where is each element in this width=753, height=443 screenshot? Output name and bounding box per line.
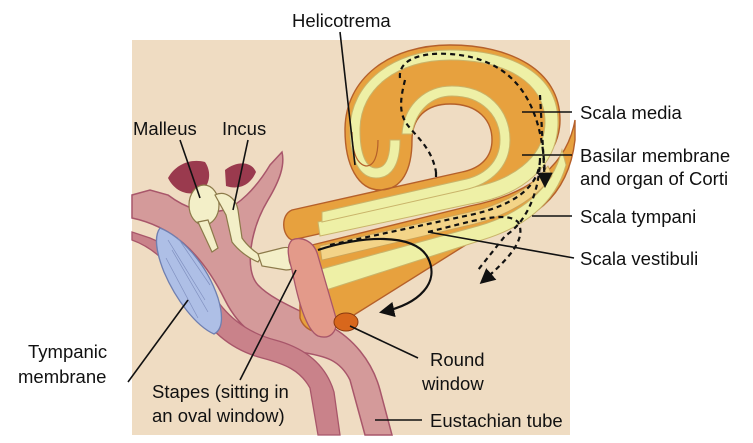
label-eustachian-tube: Eustachian tube [430,410,563,431]
label-tympanic: Tympanic [28,341,107,362]
fluid-flow-dashed [329,79,547,271]
incus-bone [214,192,263,263]
label-window: window [421,373,484,394]
label-oval-window: an oval window) [152,405,285,426]
label-membrane: membrane [18,366,106,387]
solid-flow-arrow [317,237,433,317]
labels: Helicotrema Malleus Incus Scala media Ba… [18,10,730,431]
tympanic-membrane-striations [165,237,211,319]
malleus-bone [188,184,220,226]
label-stapes: Stapes (sitting in [152,381,289,402]
dashed-arrow-upper [398,52,553,189]
label-incus: Incus [222,118,266,139]
label-malleus: Malleus [133,118,197,139]
label-organ-of-corti: and organ of Corti [580,168,728,189]
label-scala-media: Scala media [580,102,683,123]
dashed-arrow-lower [427,215,522,285]
label-scala-tympani: Scala tympani [580,206,696,227]
leader-lines [127,31,575,421]
label-round: Round [430,349,485,370]
label-basilar-membrane: Basilar membrane [580,145,730,166]
scala-media-band [317,49,559,237]
cochlea [283,44,576,338]
label-helicotrema: Helicotrema [292,10,391,31]
label-scala-vestibuli: Scala vestibuli [580,248,698,269]
